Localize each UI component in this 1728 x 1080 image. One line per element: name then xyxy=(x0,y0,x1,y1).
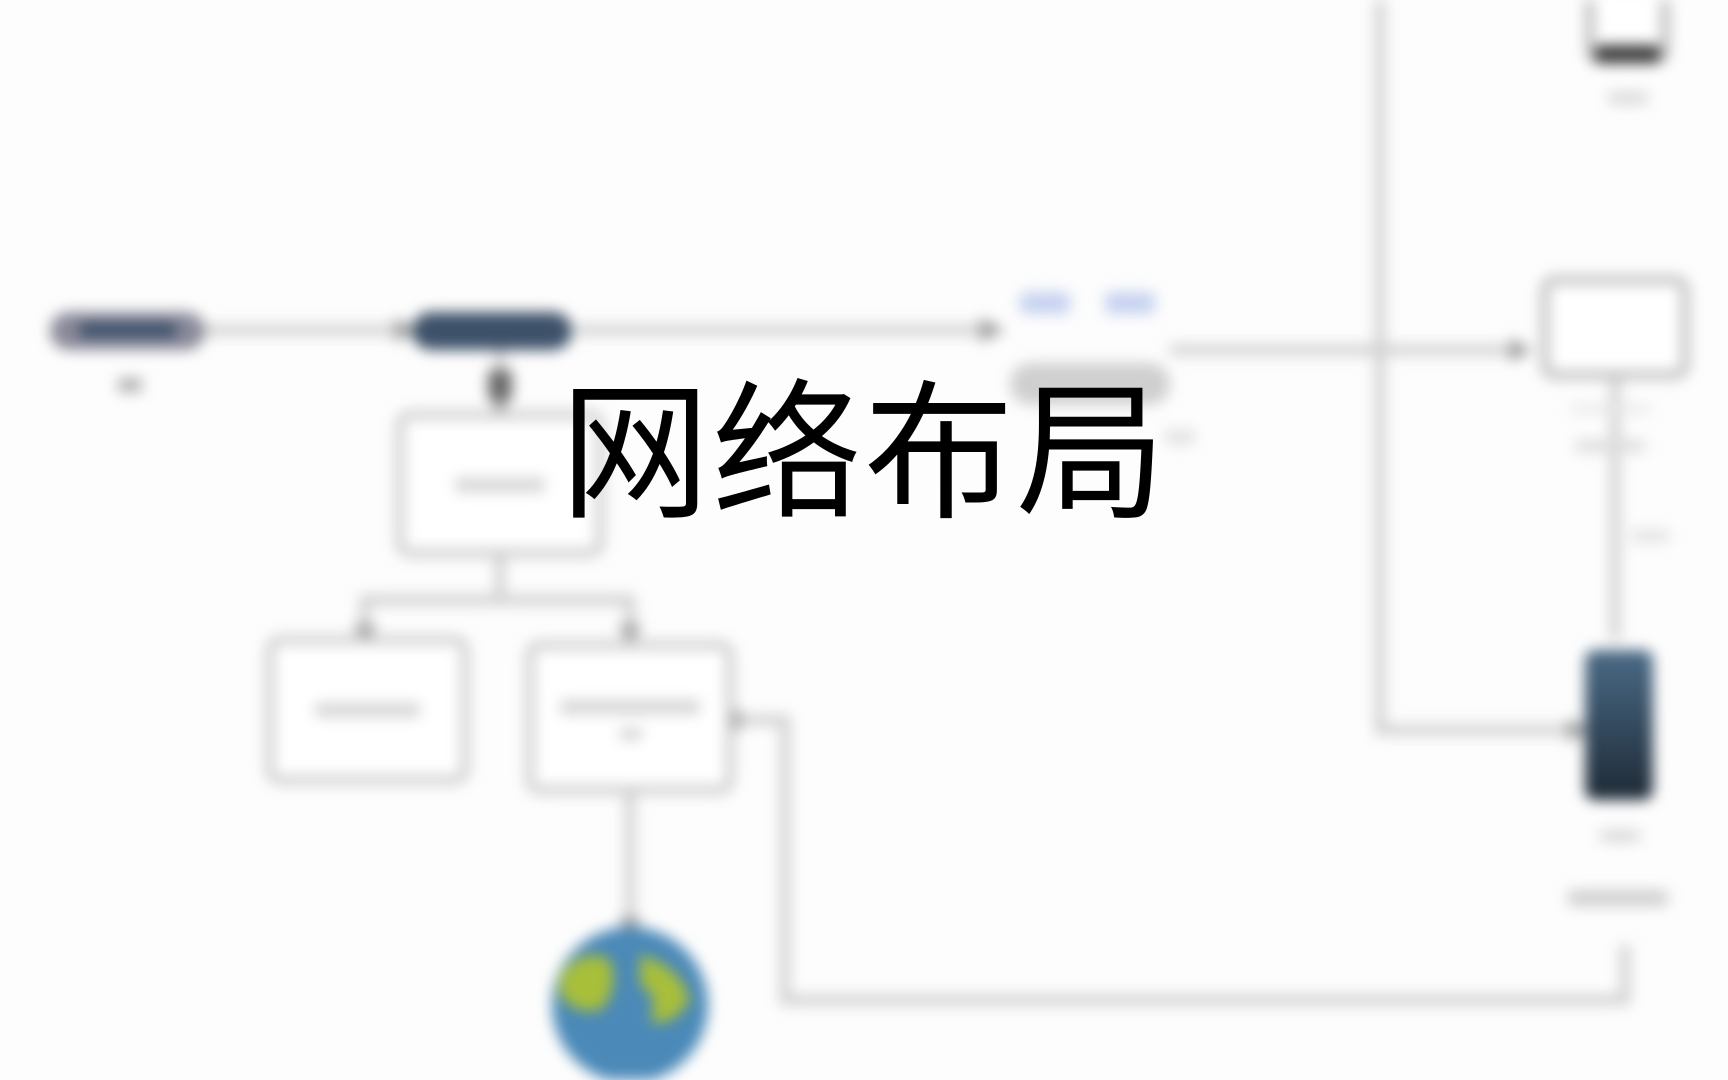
page-title: 网络布局 xyxy=(559,368,1168,542)
arrowhead-to-monitor xyxy=(1510,338,1532,362)
router-icon xyxy=(396,411,604,557)
server-icon xyxy=(266,636,469,784)
link-phone-loop xyxy=(730,715,1630,1005)
link-router-to-boxes xyxy=(360,555,635,635)
wifi-antenna-icon xyxy=(488,370,512,400)
modem-icon xyxy=(50,312,205,392)
globe-icon xyxy=(552,927,708,1080)
arrowhead-to-switch xyxy=(980,318,1005,342)
arrowhead-to-box-center xyxy=(618,625,642,645)
modem-icon xyxy=(412,312,572,350)
server-icon xyxy=(526,641,734,794)
phone-icon xyxy=(1568,650,1668,906)
arrowhead-to-modem xyxy=(395,318,418,342)
link-vertical-bus xyxy=(1375,0,1580,735)
monitor-icon xyxy=(1541,276,1689,542)
phone-icon xyxy=(1586,0,1669,104)
switch-icon xyxy=(1010,363,1195,444)
wifi-band-labels xyxy=(1020,292,1155,314)
connector-lines xyxy=(200,0,1630,1005)
arrowhead-to-phone xyxy=(1568,718,1590,742)
arrowhead-to-box-left xyxy=(353,625,377,645)
